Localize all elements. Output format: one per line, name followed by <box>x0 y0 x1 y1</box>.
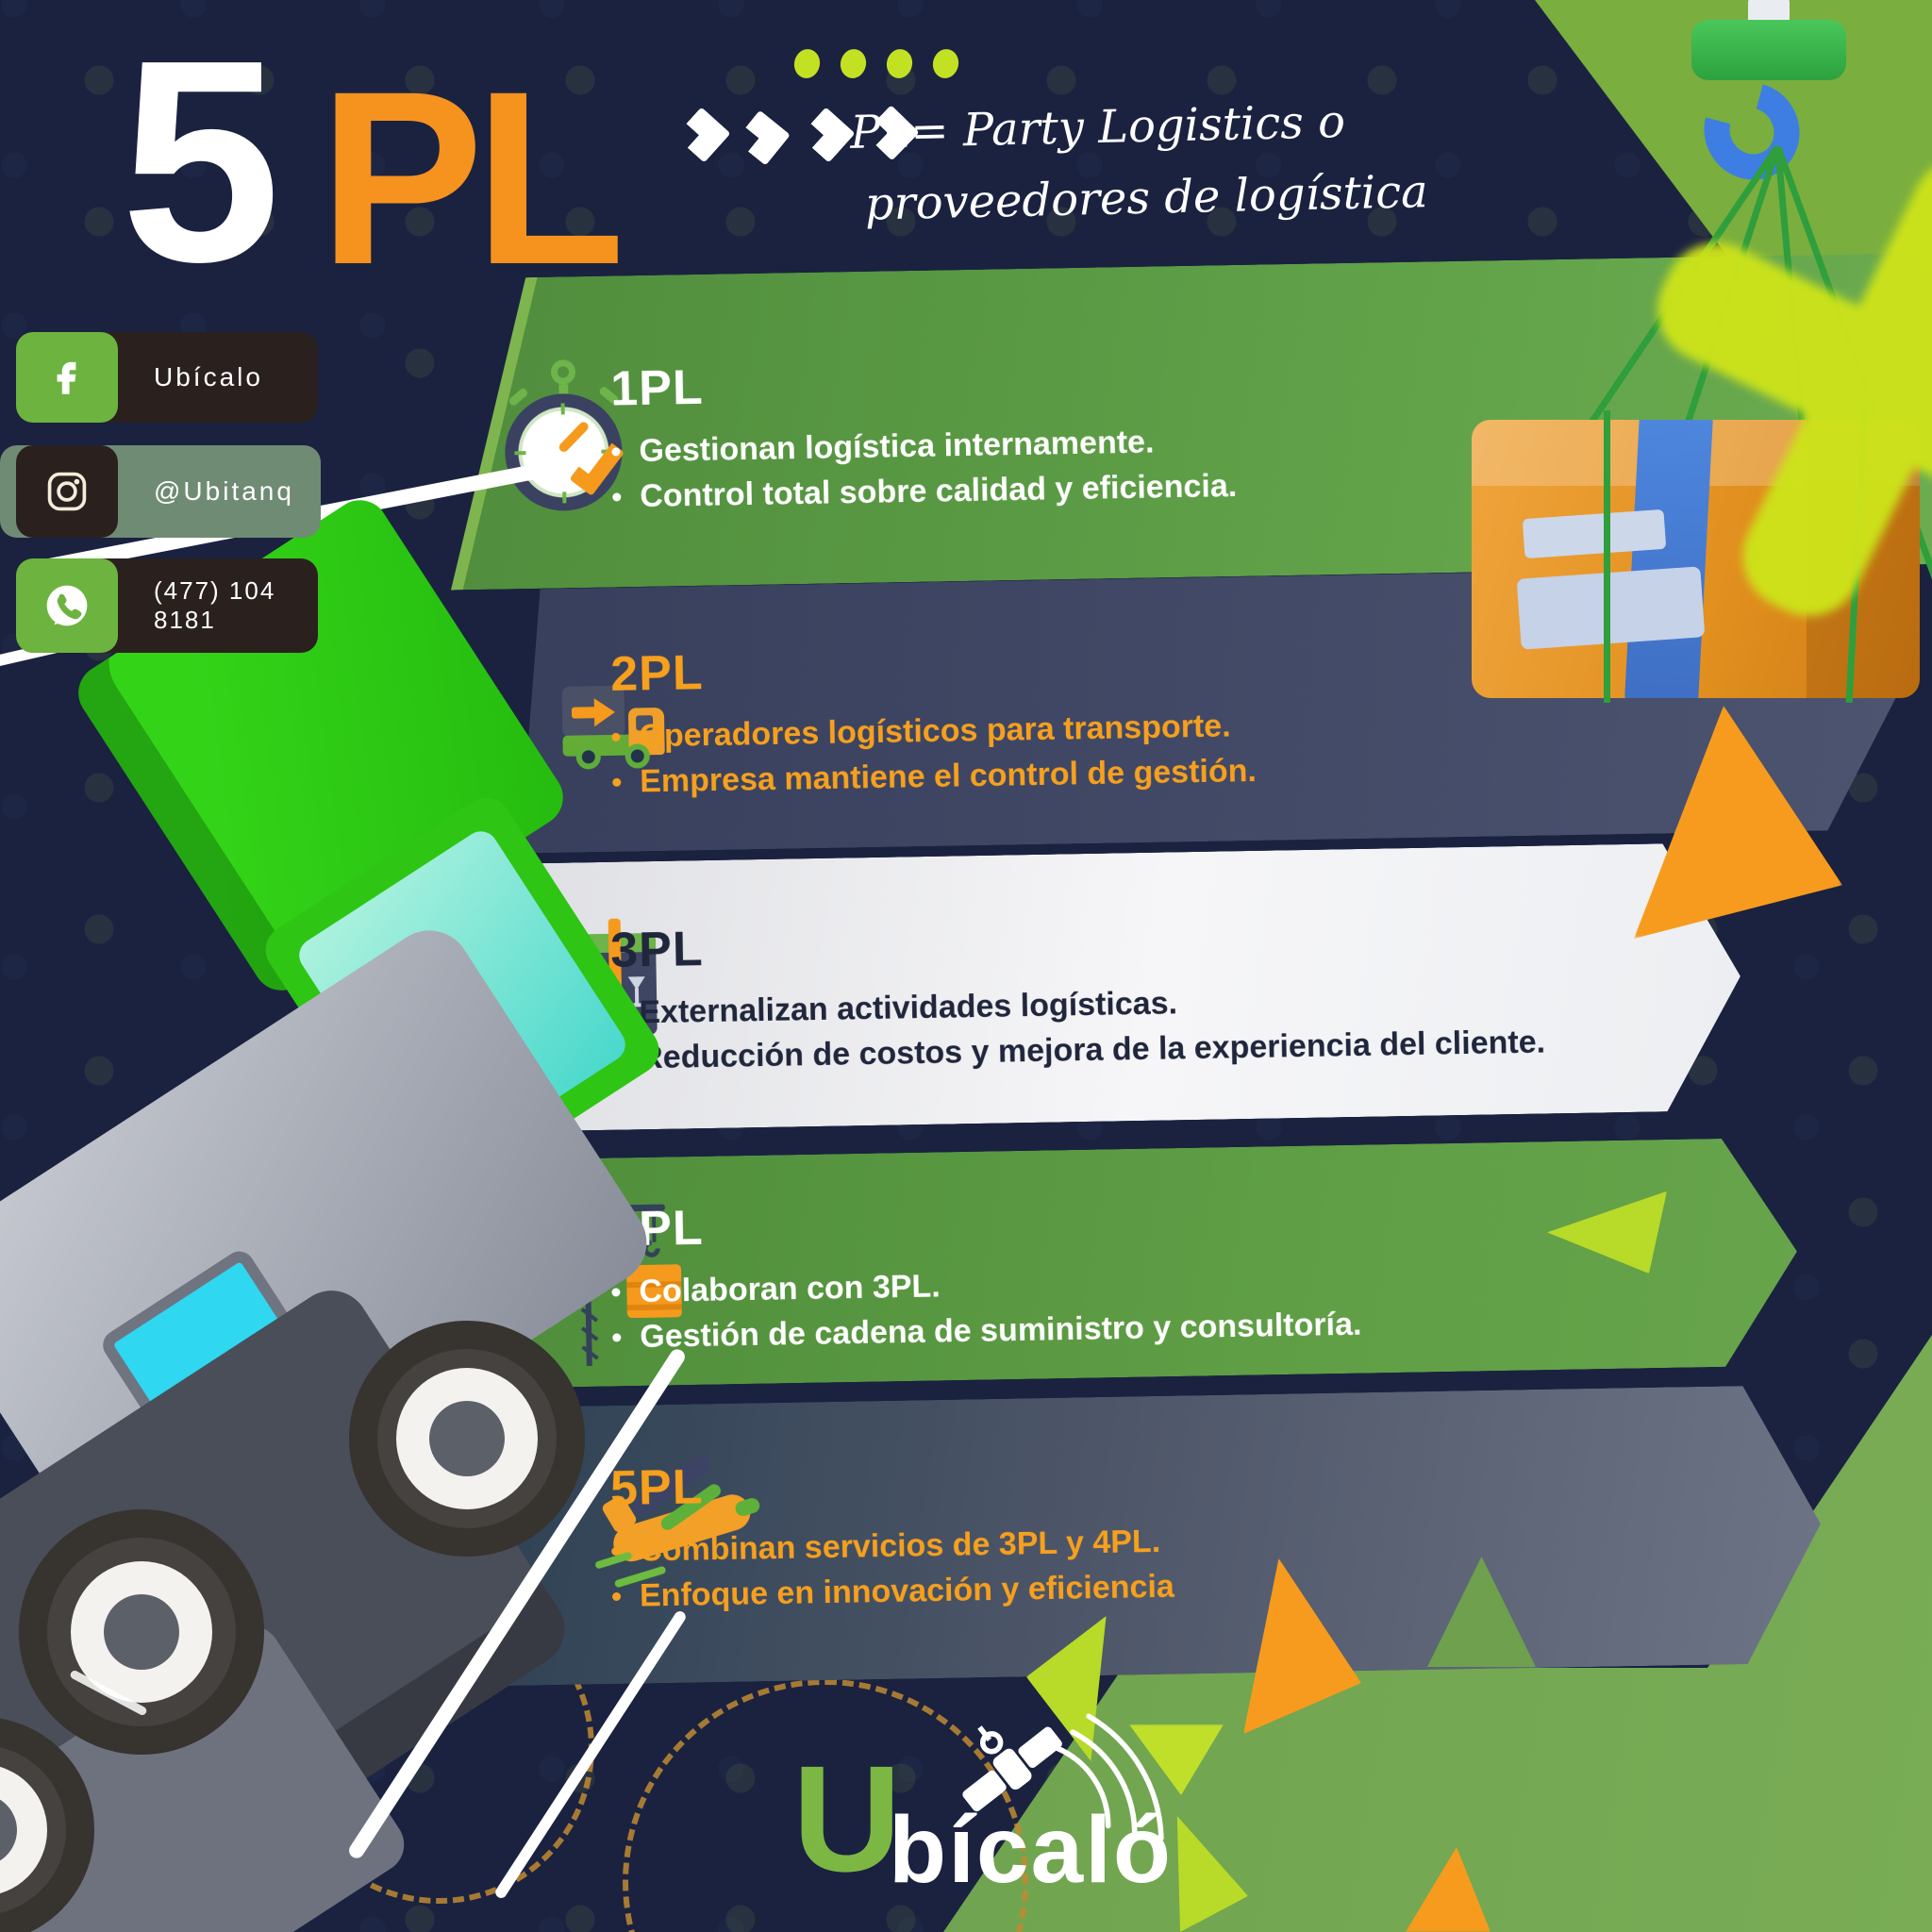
contact-whatsapp-label: (477) 104 8181 <box>154 576 276 634</box>
level-title: 5PL <box>609 1459 704 1517</box>
lime-dots-decor <box>791 46 961 81</box>
brand-initial: U <box>792 1734 902 1903</box>
contact-facebook: Ubícalo <box>16 332 318 423</box>
delivery-truck-illustration <box>0 458 689 1932</box>
contact-whatsapp: (477) 104 8181 <box>16 558 318 653</box>
brand-name: bícaló <box>889 1797 1173 1903</box>
level-banner-5pl: 5PL Combinan servicios de 3PL y 4PL. Enf… <box>489 1385 1824 1687</box>
level-title: 3PL <box>609 922 705 978</box>
crane-pulley <box>1691 20 1846 80</box>
contact-facebook-label: Ubícalo <box>154 362 263 391</box>
brand-logo: U bícaló <box>792 1706 1321 1932</box>
subtitle-line1: PL= Party Logistics o <box>849 95 1346 159</box>
subtitle-line2: proveedores de logística <box>864 165 1429 231</box>
whatsapp-icon <box>16 558 118 653</box>
contact-instagram: @Ubitanq <box>0 445 321 538</box>
page-title-acronym: PL <box>319 40 625 316</box>
satellite-icon <box>962 1713 1164 1841</box>
facebook-icon <box>16 332 118 423</box>
instagram-icon <box>16 445 118 538</box>
contact-instagram-label: @Ubitanq <box>154 476 294 506</box>
subtitle-handwritten: PL= Party Logistics o proveedores de log… <box>849 84 1429 241</box>
page-title-number: 5 <box>121 0 281 322</box>
